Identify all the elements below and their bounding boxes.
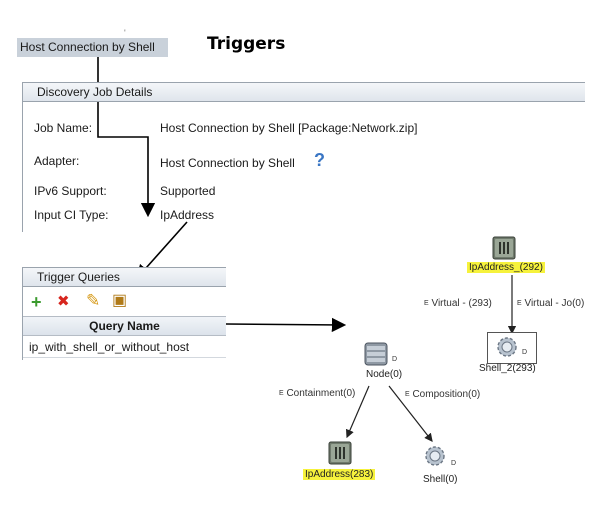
adapter-value: Host Connection by Shell <box>160 156 295 170</box>
add-icon[interactable]: + <box>31 292 42 312</box>
breadcrumb[interactable]: Host Connection by Shell <box>17 38 168 57</box>
query-name-column-header[interactable]: Query Name <box>23 316 226 336</box>
ip-address-top-label: IpAddress_(292) <box>467 262 545 273</box>
breadcrumb-fragment: ' <box>124 28 126 38</box>
job-name-value: Host Connection by Shell [Package:Networ… <box>160 121 418 135</box>
edge-label-composition: Composition(0) <box>412 389 481 400</box>
adapter-label: Adapter: <box>34 154 80 168</box>
node-badge: D <box>392 356 398 363</box>
trigger-queries-panel <box>22 287 227 360</box>
input-ci-type-value: IpAddress <box>160 208 215 222</box>
help-icon[interactable]: ? <box>314 150 325 170</box>
edge-label-virtual-right: Virtual - Jo(0) <box>524 298 585 309</box>
shell-2-label: Shell_2(293) <box>479 363 536 374</box>
edge-composition <box>388 385 433 442</box>
edit-icon[interactable]: ✎ <box>86 291 101 310</box>
table-row[interactable]: ip_with_shell_or_without_host <box>23 336 226 358</box>
ipv6-support-value: Supported <box>160 184 216 198</box>
details-panel-header: Discovery Job Details <box>22 82 585 102</box>
shell-badge: D <box>451 460 457 467</box>
shell-2-gear-icon <box>497 337 517 357</box>
arrow-query-to-graph <box>225 317 347 333</box>
trigger-queries-header: Trigger Queries <box>22 267 226 287</box>
input-ci-type-label: Input CI Type: <box>34 208 109 222</box>
edge-type-e: E <box>279 390 284 397</box>
job-name-label: Job Name: <box>34 121 93 135</box>
show-query-icon[interactable]: ▣ <box>112 292 128 309</box>
edge-label-virtual-left: Virtual - (293) <box>431 298 492 309</box>
edge-containment <box>345 385 370 439</box>
page-title: Triggers <box>207 34 286 54</box>
edge-type-e: E <box>424 300 429 307</box>
delete-icon[interactable]: ✖ <box>57 293 70 310</box>
node-label: Node(0) <box>366 369 403 380</box>
ipv6-support-label: IPv6 Support: <box>34 184 107 198</box>
shell-label: Shell(0) <box>423 474 458 485</box>
shell-2-badge: D <box>522 349 528 356</box>
ip-address-top-icon <box>492 236 516 260</box>
ip-address-bottom-icon <box>328 441 352 465</box>
edge-label-containment: Containment(0) <box>286 388 356 399</box>
node-server-icon <box>364 342 388 366</box>
shell-gear-icon <box>425 446 445 466</box>
ip-address-bottom-label: IpAddress(283) <box>303 469 376 480</box>
details-panel <box>22 82 586 232</box>
edge-type-e: E <box>405 391 410 398</box>
edge-type-e: E <box>517 300 522 307</box>
